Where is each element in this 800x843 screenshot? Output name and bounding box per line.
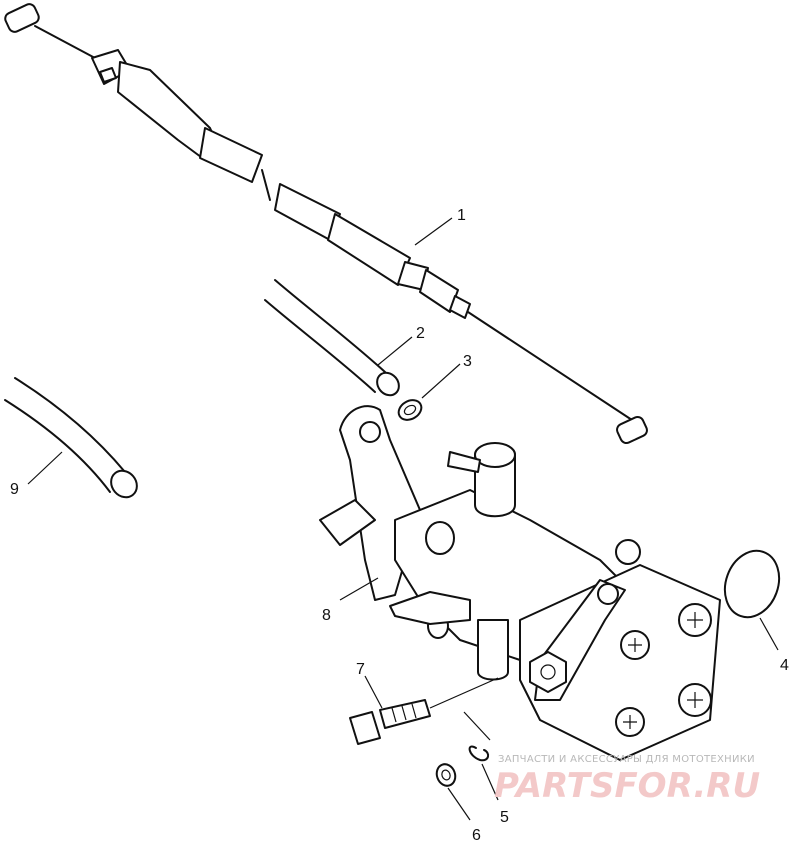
fuel-hose-left: [4, 377, 138, 499]
callout-9: 9: [10, 481, 19, 498]
washer: [435, 763, 457, 787]
o-ring: [723, 549, 781, 619]
watermark-caption: ЗАПЧАСТИ И АКСЕССУАРЫ ДЛЯ МОТОТЕХНИКИ: [498, 754, 755, 765]
callout-8: 8: [322, 607, 331, 624]
watermark: ЗАПЧАСТИ И АКСЕССУАРЫ ДЛЯ МОТОТЕХНИКИ PA…: [494, 754, 760, 806]
fuel-hose-upper: [264, 279, 400, 397]
snap-clip: [463, 711, 491, 762]
callout-3: 3: [463, 353, 472, 370]
oil-pump: [319, 442, 721, 761]
callout-2: 2: [416, 325, 425, 342]
pump-bolt: [349, 677, 499, 745]
callout-6: 6: [472, 827, 481, 843]
hose-clamp: [397, 399, 423, 421]
callout-4: 4: [780, 657, 789, 674]
callout-5: 5: [500, 809, 509, 826]
watermark-logo: PARTSFOR.RU: [494, 766, 760, 806]
callout-7: 7: [356, 661, 365, 678]
callout-1: 1: [457, 207, 466, 224]
throttle-cable: [4, 3, 648, 445]
leader-lines: [27, 217, 779, 821]
callout-labels: 1 2 3 4 5 6 7 8 9: [10, 207, 789, 843]
